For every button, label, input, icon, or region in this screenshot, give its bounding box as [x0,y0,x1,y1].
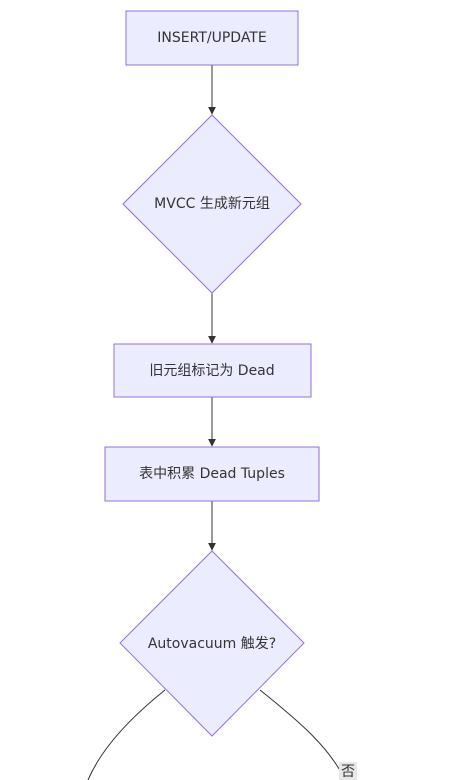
node-old-dead[interactable]: 旧元组标记为 Dead [113,343,312,398]
node-old-dead-box [113,343,312,398]
edge-label-no-text: 否 [341,764,355,780]
node-autovacuum-diamond [119,550,305,737]
edge-label-no-background [339,762,357,780]
edge-label-no: 否 [339,762,357,780]
node-insert-update-box [125,10,299,66]
edge-autovacuum-left-branch [87,689,166,780]
node-mvcc[interactable]: MVCC 生成新元组 [122,114,302,294]
node-insert-update-label: INSERT/UPDATE [157,30,266,46]
node-accumulate-box [104,446,320,502]
node-mvcc-diamond [122,114,302,294]
node-accumulate-label: 表中积累 Dead Tuples [139,466,285,482]
node-autovacuum[interactable]: Autovacuum 触发? [119,550,305,737]
edge-autovacuum-no-branch [259,689,346,780]
node-insert-update[interactable]: INSERT/UPDATE [125,10,299,66]
node-accumulate[interactable]: 表中积累 Dead Tuples [104,446,320,502]
node-old-dead-label: 旧元组标记为 Dead [149,363,274,379]
node-autovacuum-label: Autovacuum 触发? [148,636,276,652]
node-mvcc-label: MVCC 生成新元组 [154,196,270,212]
